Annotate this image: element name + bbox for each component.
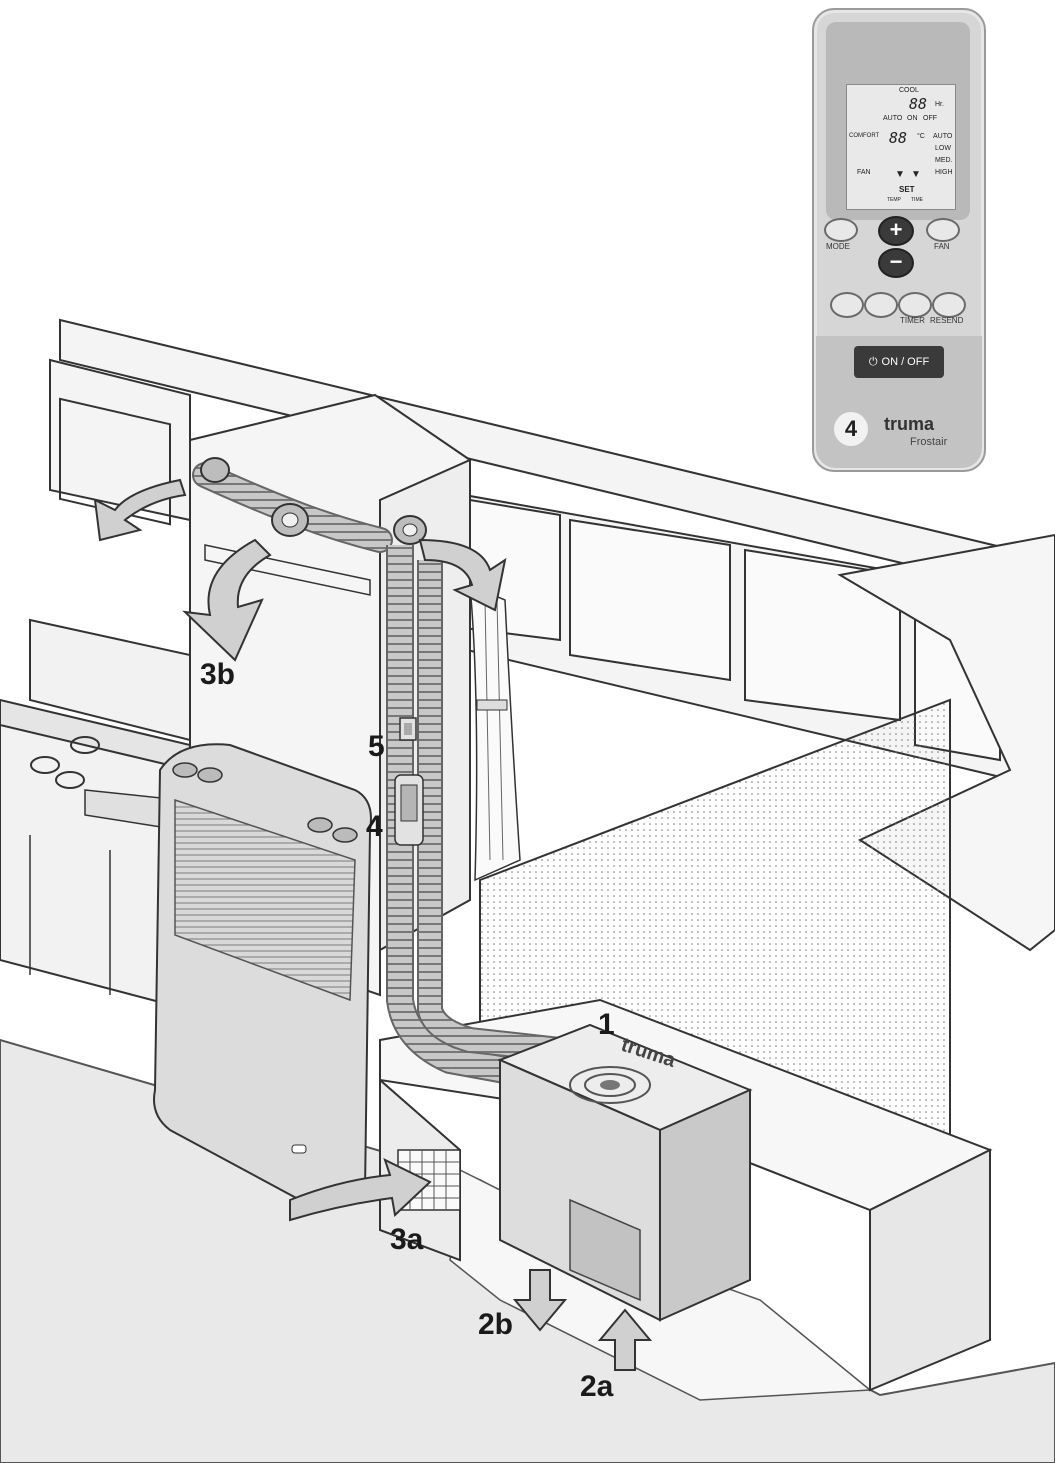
lcd-off: OFF bbox=[923, 115, 937, 122]
fan-button[interactable] bbox=[926, 218, 960, 242]
mode-button[interactable] bbox=[824, 218, 858, 242]
arrow-3b bbox=[182, 538, 272, 662]
plus-button[interactable]: + bbox=[878, 216, 914, 246]
curtain bbox=[469, 583, 521, 882]
timer-button[interactable] bbox=[898, 292, 932, 318]
lcd-temp-digits: 88 bbox=[889, 129, 908, 147]
lcd-fan-high: HIGH bbox=[935, 169, 953, 176]
air-conditioner-unit: truma bbox=[497, 1023, 753, 1322]
minus-button[interactable]: − bbox=[878, 248, 914, 278]
lcd-comfort: COMFORT bbox=[849, 133, 880, 139]
lcd-fan-auto: AUTO bbox=[933, 133, 953, 140]
power-label: ON / OFF bbox=[881, 356, 930, 368]
callout-2b: 2b bbox=[478, 1308, 514, 1341]
callout-4: 4 bbox=[366, 810, 383, 843]
remote-model: Frostair bbox=[910, 436, 948, 448]
lcd-temp-unit: °C bbox=[917, 133, 925, 140]
lcd-screen: COOL 88 Hr. AUTO ON OFF COMFORT 88 °C AU… bbox=[846, 84, 956, 210]
fan-label: FAN bbox=[934, 242, 950, 251]
callout-5: 5 bbox=[368, 730, 385, 763]
lcd-on: ON bbox=[907, 115, 918, 122]
callout-1: 1 bbox=[598, 1008, 615, 1041]
resend-button[interactable] bbox=[932, 292, 966, 318]
lcd-set-temp: TEMP bbox=[887, 197, 901, 203]
lcd-set-time: TIME bbox=[911, 197, 923, 203]
wall-control-panel bbox=[394, 774, 424, 846]
lcd-hr-digits: 88 bbox=[909, 95, 928, 113]
kitchen-unit bbox=[0, 618, 191, 1012]
remote-brand: truma bbox=[884, 414, 935, 434]
heater bbox=[153, 743, 372, 1205]
callout-3b: 3b bbox=[200, 658, 236, 691]
power-icon: ⏻ bbox=[868, 355, 878, 368]
arrow-2a bbox=[597, 1308, 653, 1371]
lcd-arrow-left: ▼ bbox=[895, 169, 905, 180]
arrow-2b bbox=[512, 1269, 568, 1332]
lcd-cool: COOL bbox=[899, 87, 919, 94]
airflow-arrows bbox=[93, 478, 653, 1371]
remote-control: COOL 88 Hr. AUTO ON OFF COMFORT 88 °C AU… bbox=[812, 8, 986, 472]
lcd-fan-low: LOW bbox=[935, 145, 951, 152]
air-hoses bbox=[192, 457, 563, 1094]
lcd-fan-med: MED. bbox=[935, 157, 953, 164]
lcd-set: SET bbox=[899, 185, 915, 194]
lcd-fan: FAN bbox=[857, 169, 871, 176]
mode-label: MODE bbox=[826, 242, 850, 251]
arrow-3a bbox=[289, 1158, 432, 1222]
lcd-hr-unit: Hr. bbox=[935, 101, 944, 108]
callout-3a: 3a bbox=[390, 1223, 424, 1256]
extra-button-1[interactable] bbox=[830, 292, 864, 318]
remote-display: COOL 88 Hr. AUTO ON OFF COMFORT 88 °C AU… bbox=[826, 22, 970, 220]
arrow-top-right bbox=[418, 538, 507, 612]
remote-callout-4: 4 bbox=[834, 412, 868, 446]
arrow-top-left bbox=[93, 478, 187, 542]
timer-label: TIMER bbox=[900, 316, 925, 325]
wall-switch bbox=[399, 717, 417, 741]
extra-button-2[interactable] bbox=[864, 292, 898, 318]
power-button[interactable]: ⏻ ON / OFF bbox=[854, 346, 944, 378]
resend-label: RESEND bbox=[930, 316, 964, 325]
lcd-auto: AUTO bbox=[883, 115, 903, 122]
callout-2a: 2a bbox=[580, 1370, 614, 1403]
lcd-arrow-right: ▼ bbox=[911, 169, 921, 180]
